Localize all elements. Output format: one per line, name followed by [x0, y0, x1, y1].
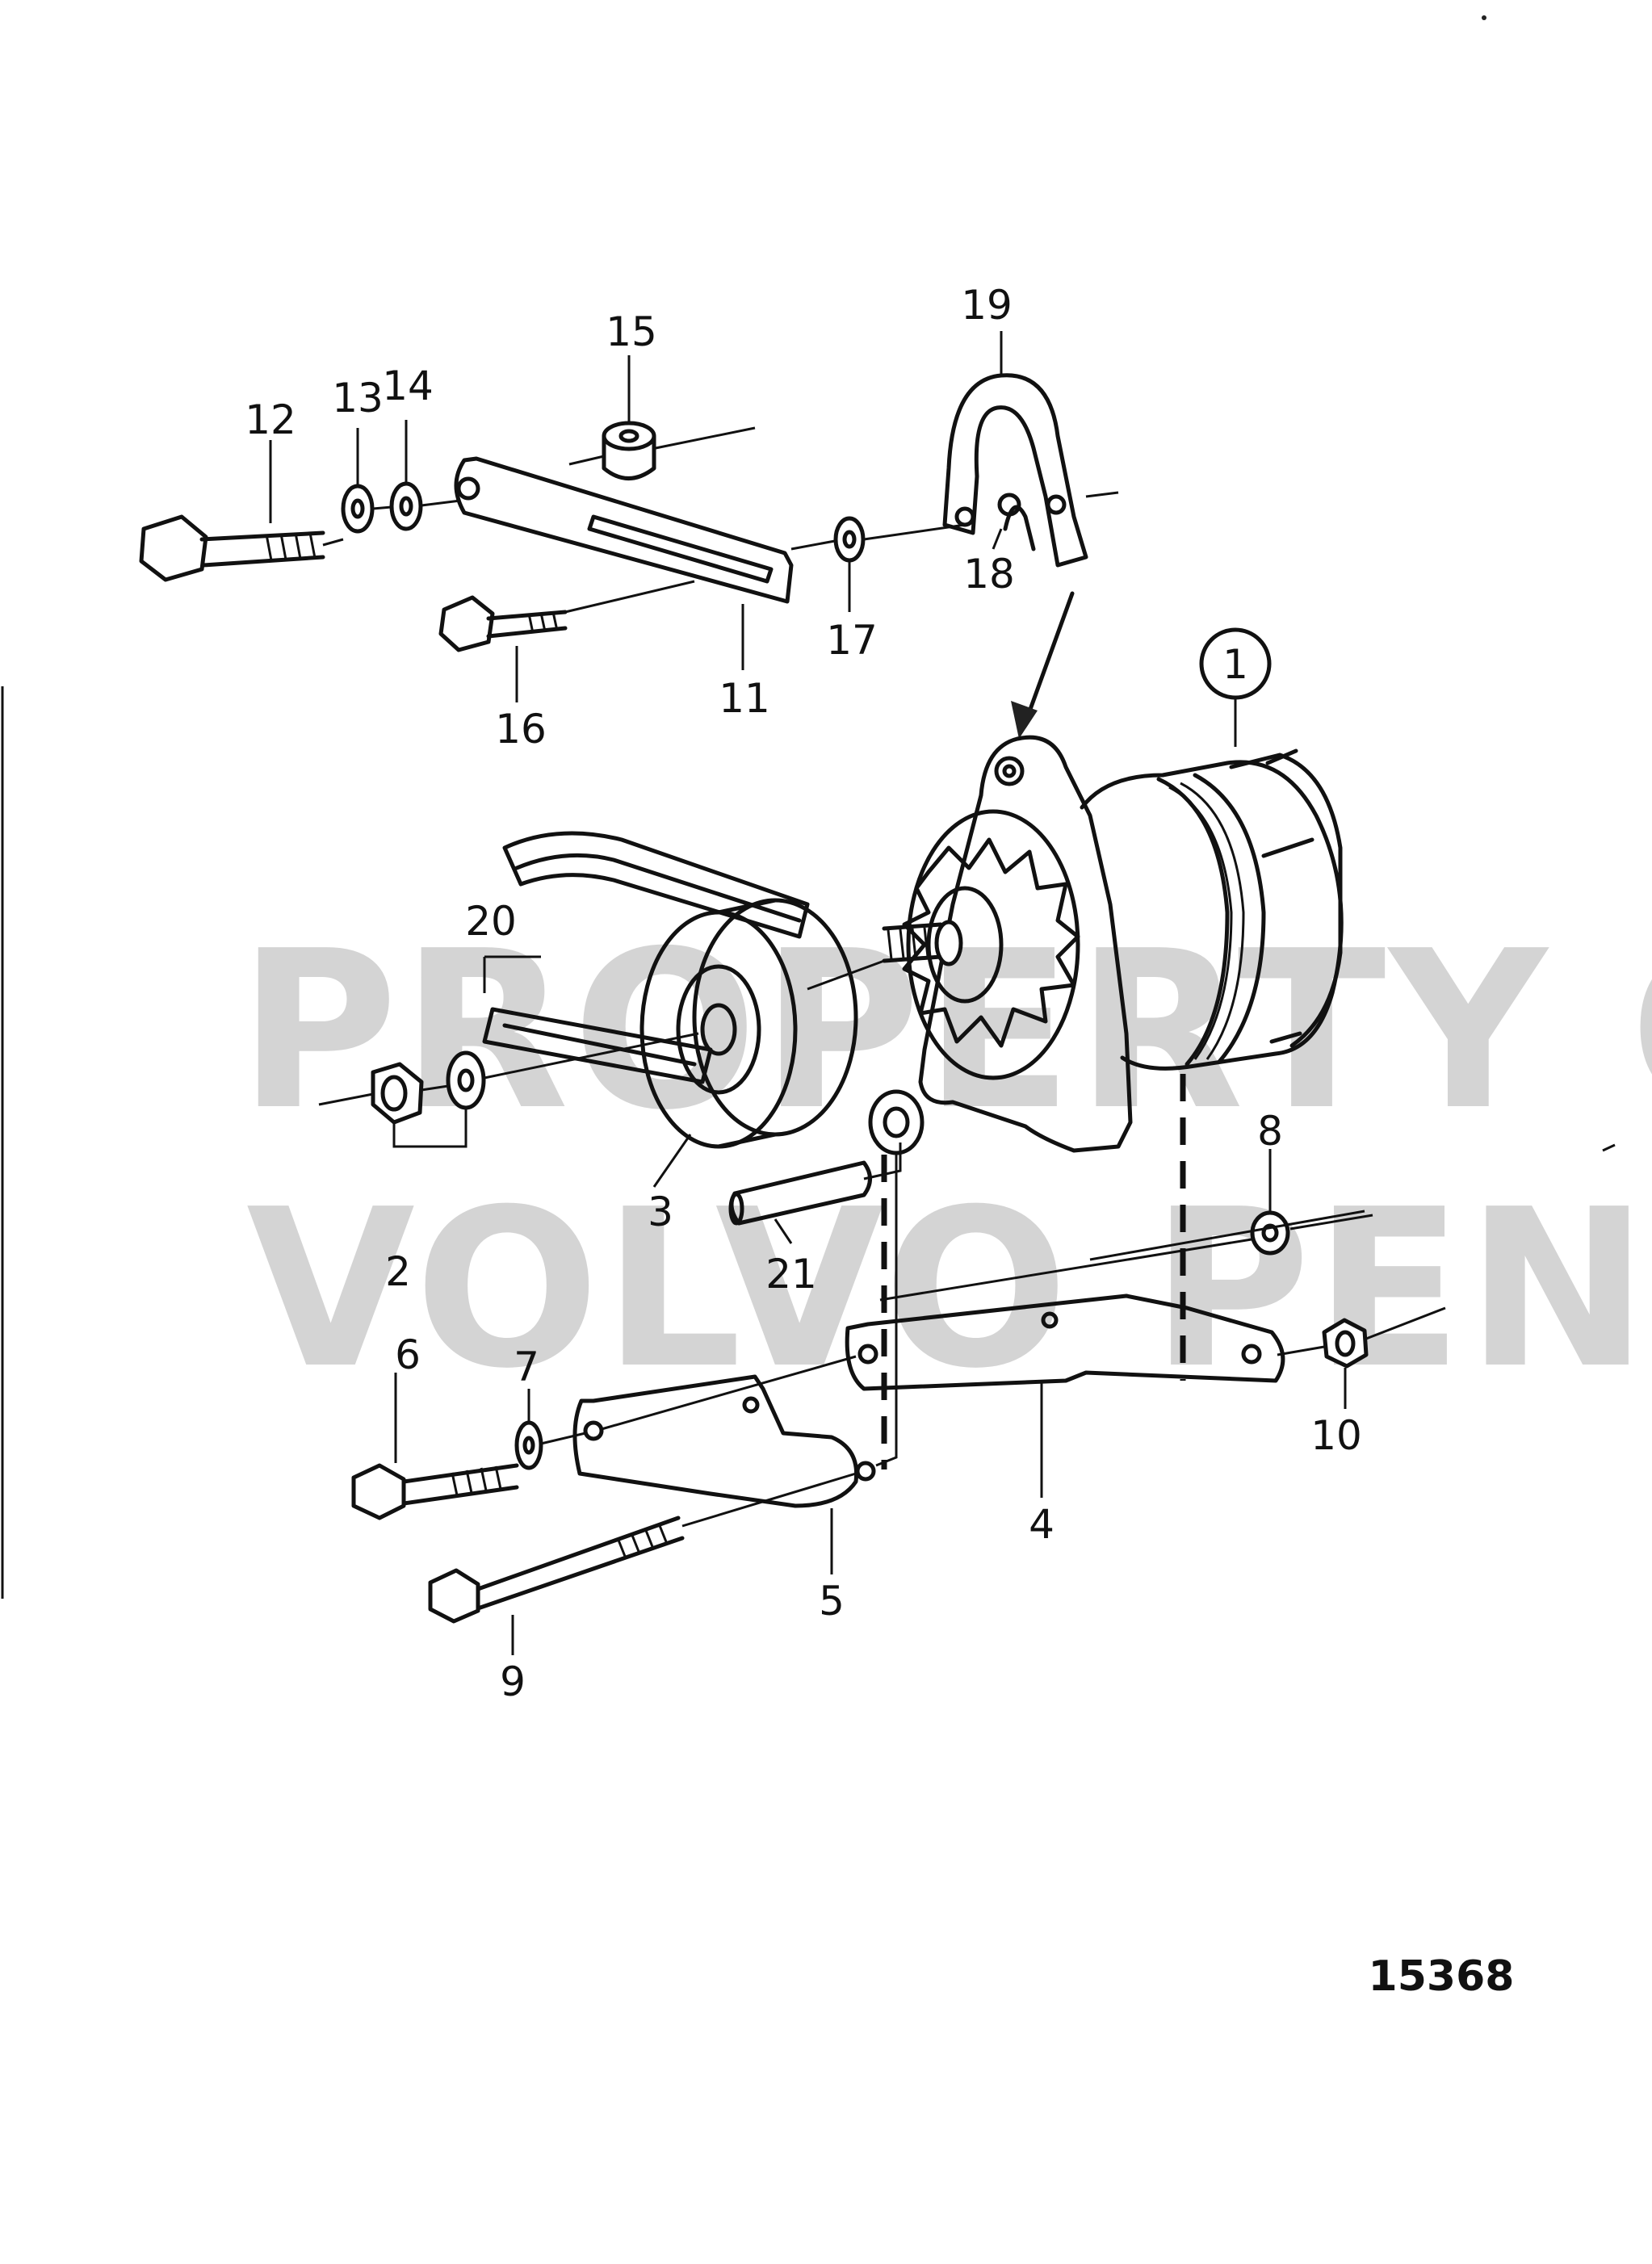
assembly-arrow — [1011, 591, 1075, 739]
tension-arm-11 — [454, 456, 794, 604]
callout-5: 5 — [819, 1578, 845, 1625]
bracket-5 — [572, 1374, 876, 1508]
speck — [1602, 1143, 1616, 1152]
callout-18: 18 — [963, 551, 1015, 597]
callout-2: 2 — [385, 1248, 411, 1295]
watermark: PROPERTY OF VOLVO PENTA — [238, 904, 1652, 1416]
callout-19: 19 — [961, 282, 1013, 329]
washer-17 — [790, 516, 966, 563]
callout-7: 7 — [514, 1344, 539, 1390]
pulley-3 — [639, 898, 885, 1149]
nut-10 — [1277, 1306, 1446, 1369]
speck — [1482, 15, 1486, 20]
bolt-9 — [428, 1472, 857, 1624]
u-bracket-19 — [942, 373, 1119, 568]
callout-12: 12 — [245, 396, 296, 443]
callout-1: 1 — [1222, 641, 1248, 688]
callout-10: 10 — [1310, 1412, 1362, 1459]
callout-labels: 1 2 3 4 5 6 7 8 9 10 11 12 13 14 15 16 1… — [245, 282, 1362, 1705]
callout-3: 3 — [648, 1189, 673, 1235]
washer-2 — [446, 1050, 486, 1110]
bolt-6 — [351, 1463, 519, 1520]
callout-17: 17 — [826, 617, 878, 664]
callout-9: 9 — [500, 1658, 526, 1705]
callout-14: 14 — [382, 363, 434, 409]
nut-2 — [371, 1062, 424, 1125]
alternator-1 — [868, 627, 1344, 1155]
callout-21: 21 — [765, 1251, 817, 1298]
bolt-12 — [139, 514, 325, 582]
bolt-16 — [438, 580, 695, 652]
callout-8: 8 — [1257, 1108, 1283, 1155]
pin-21 — [728, 1142, 902, 1226]
leader-lines — [269, 331, 1347, 1655]
callout-16: 16 — [495, 706, 547, 753]
callout-13: 13 — [332, 375, 384, 421]
callout-15: 15 — [606, 308, 657, 355]
callout-11: 11 — [719, 675, 770, 722]
washer-8 — [879, 1210, 1373, 1302]
washer-14 — [389, 481, 423, 531]
figure-number: 15368 — [1369, 1952, 1515, 2001]
spacer-15 — [568, 421, 756, 480]
callout-6: 6 — [395, 1331, 421, 1378]
washer-13 — [341, 484, 375, 534]
v-belt-20 — [482, 831, 810, 1084]
callout-20: 20 — [465, 898, 517, 945]
callout-4: 4 — [1029, 1501, 1055, 1548]
